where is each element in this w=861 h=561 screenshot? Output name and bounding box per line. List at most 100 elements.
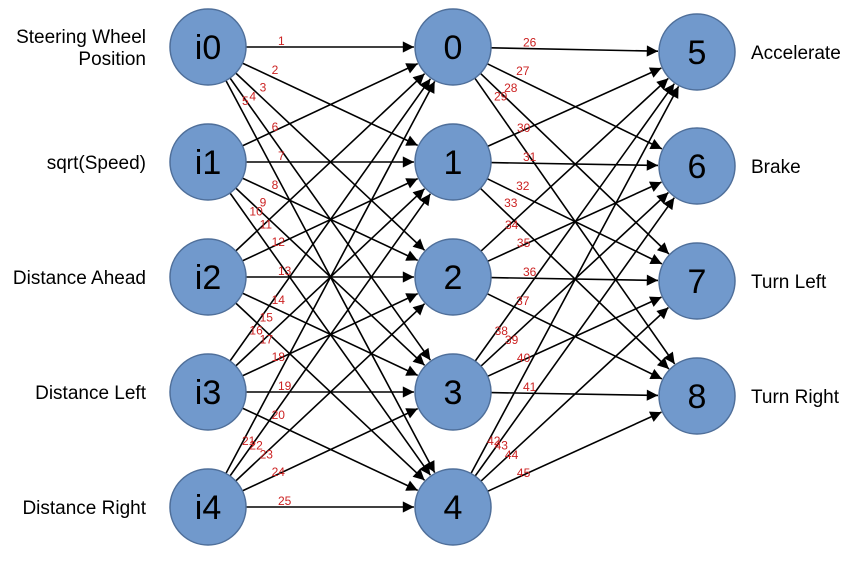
connection-label: 18 [272,350,286,364]
connections-group [225,41,680,513]
node-label: i1 [195,144,221,182]
node-i1: i1 [169,123,247,201]
node-circle [414,238,492,316]
connection-label: 26 [523,35,537,49]
connection-label: 23 [260,448,274,462]
output-description: Turn Right [751,387,840,408]
connection-label: 29 [494,90,508,104]
connection-label: 10 [249,204,263,218]
connection-label: 32 [516,179,530,193]
node-label: i2 [195,259,221,297]
node-i3: i3 [169,353,247,431]
node-4: 4 [414,468,492,546]
node-circle [658,127,736,205]
node-label: 3 [444,374,463,412]
connection-label: 25 [278,494,292,508]
connection-label: 9 [260,196,267,210]
node-label: 4 [444,489,463,527]
node-label: 5 [688,34,707,72]
connection-label: 38 [495,324,509,338]
connection-0-to-5 [490,45,659,57]
node-descriptions-group: Steering WheelPositionsqrt(Speed)Distanc… [13,27,841,519]
connection-label: 15 [260,311,274,325]
connection-label: 43 [495,439,509,453]
node-circle [169,8,247,86]
node-circle [414,468,492,546]
node-label: 1 [444,144,463,182]
connection-label: 45 [517,466,531,480]
node-0: 0 [414,8,492,86]
node-6: 6 [658,127,736,205]
node-8: 8 [658,357,736,435]
connection-i4-to-2 [235,303,426,482]
node-label: 6 [688,148,707,186]
node-1: 1 [414,123,492,201]
node-circle [169,353,247,431]
node-label: 2 [444,259,463,297]
node-circle [658,242,736,320]
output-description: Turn Left [751,272,827,293]
connection-label: 37 [516,294,530,308]
input-description: Distance Right [22,498,146,519]
connection-label: 39 [505,333,519,347]
output-description: Brake [751,157,801,178]
connection-i2-to-0 [235,73,426,252]
connection-labels-group: 1234567891011121314151617181920212223242… [242,34,537,508]
connection-1-to-5 [487,67,662,148]
connection-label: 31 [523,150,537,164]
connection-label: 40 [517,351,531,365]
connection-label: 14 [272,293,286,307]
node-5: 5 [658,13,736,91]
node-i4: i4 [169,468,247,546]
connection-label: 22 [249,439,263,453]
node-circle [169,468,247,546]
connection-label: 1 [278,34,285,48]
connection-label: 36 [523,265,537,279]
connection-4-to-6 [474,197,675,477]
connection-label: 13 [278,264,292,278]
connection-label: 6 [272,120,279,134]
node-7: 7 [658,242,736,320]
connection-label: 11 [260,218,273,232]
connection-label: 21 [242,434,256,448]
connection-i4-to-3 [242,407,419,492]
node-label: i4 [195,489,221,527]
connection-4-to-8 [487,411,662,493]
connection-label: 33 [504,196,518,210]
node-label: 8 [688,378,707,416]
connection-label: 7 [278,149,285,163]
connection-label: 27 [516,64,530,78]
connection-4-to-7 [480,306,669,482]
input-description: Distance Ahead [13,268,146,289]
connection-3-to-5 [474,83,675,362]
connection-label: 28 [504,81,518,95]
connection-label: 3 [260,81,267,95]
node-circle [658,13,736,91]
node-circle [414,353,492,431]
node-3: 3 [414,353,492,431]
connection-label: 41 [523,380,537,394]
connection-4-to-5 [470,86,680,474]
node-circle [414,8,492,86]
node-label: i0 [195,29,221,67]
connection-label: 16 [249,324,263,338]
connection-label: 5 [242,94,249,108]
connection-label: 2 [272,63,279,77]
connection-label: 4 [249,89,256,103]
connection-label: 19 [278,379,292,393]
output-description: Accelerate [751,43,841,64]
input-description: sqrt(Speed) [47,153,146,174]
connection-label: 24 [272,465,286,479]
node-circle [658,357,736,435]
connection-i4-to-0 [225,81,436,474]
connection-label: 44 [505,448,519,462]
node-label: 7 [688,263,707,301]
input-description: Steering Wheel [16,27,146,48]
node-label: 0 [444,29,463,67]
node-circle [169,123,247,201]
connection-2-to-5 [480,77,669,252]
node-2: 2 [414,238,492,316]
node-i2: i2 [169,238,247,316]
connection-label: 8 [272,178,279,192]
